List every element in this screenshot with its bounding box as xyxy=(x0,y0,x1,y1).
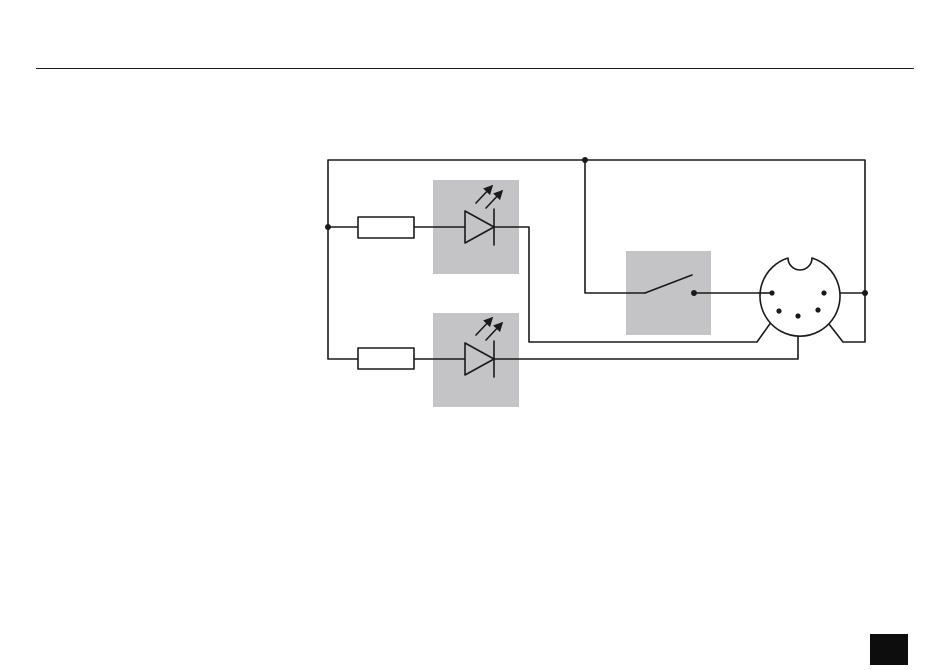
connector-pin-lower-left xyxy=(776,308,781,313)
junction-right xyxy=(862,290,868,296)
switch-contact xyxy=(691,290,697,296)
left-rail-wire xyxy=(328,227,358,359)
led-bottom-highlight xyxy=(433,313,519,407)
connector-pin-lower-right xyxy=(815,307,820,312)
din-connector xyxy=(760,258,840,336)
page-tab-marker xyxy=(870,634,908,665)
connector-pin-right xyxy=(821,290,826,295)
connector-pin-bottom xyxy=(795,313,800,318)
junction-top xyxy=(582,157,588,163)
resistor-bottom xyxy=(358,348,414,369)
junction-left xyxy=(325,224,331,230)
resistor-top xyxy=(358,217,414,238)
